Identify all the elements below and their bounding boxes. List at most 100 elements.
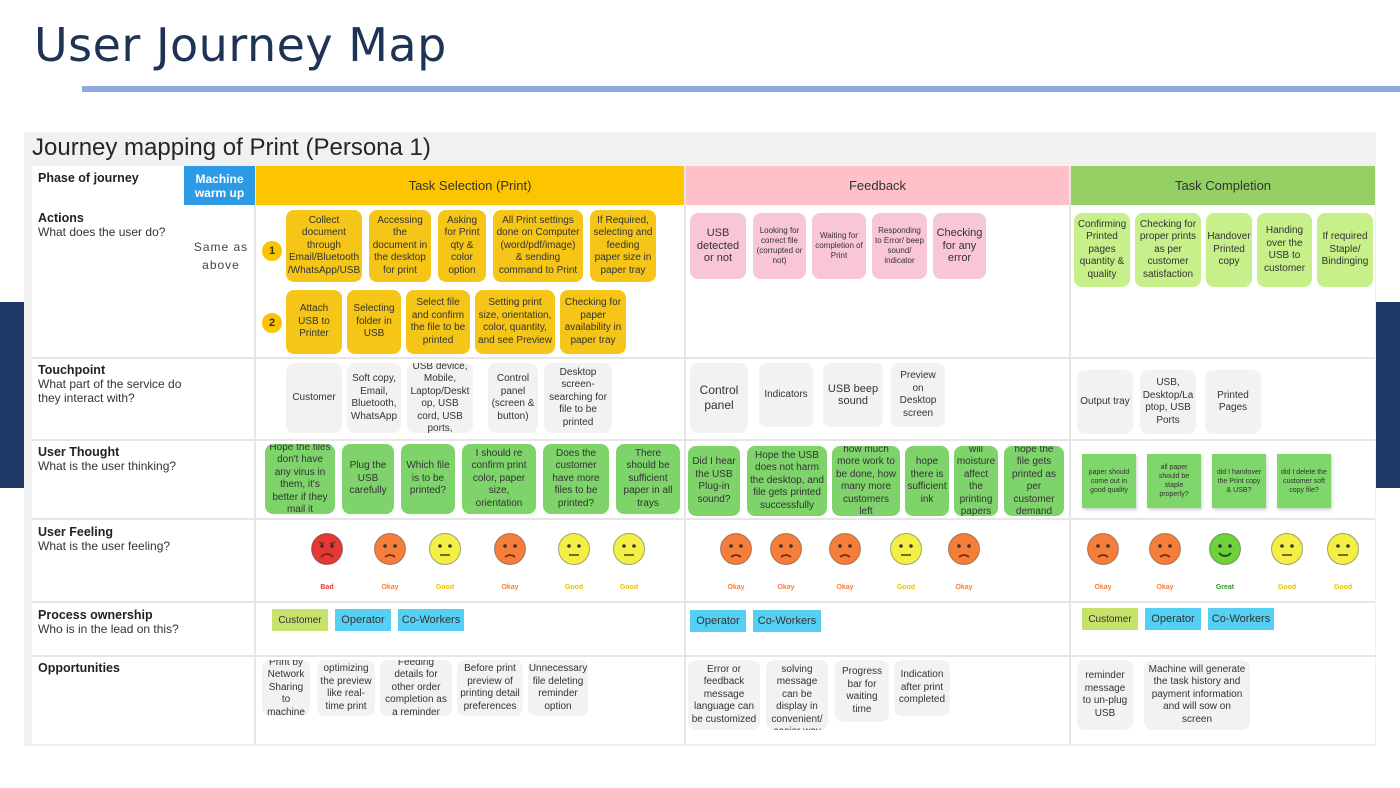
touchpoint-note: Preview on Desktop screen (891, 363, 945, 427)
touchpoint-note: Customer (286, 363, 342, 433)
divider-thought-feeling (32, 518, 1375, 520)
emotion-label: Good (435, 584, 455, 591)
action-note: Checking for paper availability in paper… (560, 290, 626, 354)
emotion-frown-face-icon (770, 533, 802, 565)
emotion-frown-face-icon (720, 533, 752, 565)
action-note: Select file and confirm the file to be p… (406, 290, 470, 354)
touchpoint-note: Indicators (759, 363, 813, 427)
emotion-neutral-face-icon (1271, 533, 1303, 565)
thought-note: Hope the USB does not harm the desktop, … (747, 446, 827, 516)
thought-note: Plug the USB carefully (342, 444, 394, 514)
thought-sticky-note: did I handover the Print copy & USB? (1212, 454, 1266, 508)
phase-row-label: Phase of journey (38, 171, 139, 185)
owner-tag-operator: Operator (335, 609, 391, 631)
map-title: Journey mapping of Print (Persona 1) (32, 134, 431, 161)
thought-sticky-note: paper should come out in good quality (1082, 454, 1136, 508)
left-accent-bar (0, 302, 24, 488)
owner-tag-customer: Customer (1082, 608, 1138, 630)
opportunity-note: Feeding details for other order completi… (380, 660, 452, 716)
owner-tag-co-workers: Co-Workers (753, 610, 821, 632)
emotion-frown-face-icon (1087, 533, 1119, 565)
divider-ownership-opportunities (32, 655, 1375, 657)
action-marker-1: 1 (262, 241, 282, 261)
warm-up-same-as-above: Same as above (193, 240, 249, 272)
owner-tag-operator: Operator (690, 610, 746, 632)
thought-note: how much more work to be done, how many … (832, 446, 900, 516)
emotion-label: Okay (381, 584, 399, 591)
action-note: Confirming Printed pages quantity & qual… (1074, 213, 1130, 287)
thought-note: Does the customer have more files to be … (543, 444, 609, 514)
thought-note: will moisture affect the printing papers (954, 446, 998, 516)
emotion-label: Bad (320, 584, 334, 591)
emotion-neutral-face-icon (429, 533, 461, 565)
emotion-label: Okay (777, 584, 795, 591)
thought-note: hope the file gets printed as per custom… (1004, 446, 1064, 516)
emotion-label: Okay (1094, 584, 1112, 591)
action-note: Checking for proper prints as per custom… (1135, 213, 1201, 287)
emotion-frown-face-icon (1149, 533, 1181, 565)
phase-task-selection: Task Selection (Print) (256, 166, 684, 205)
emotion-neutral-face-icon (558, 533, 590, 565)
thought-note: Did I hear the USB Plug-in sound? (688, 446, 740, 516)
emotion-label: Good (1333, 584, 1353, 591)
action-note: Handing over the USB to customer (1257, 213, 1312, 287)
right-accent-bar (1376, 302, 1400, 488)
divider-feedback-completion (1069, 166, 1071, 744)
emotion-label: Okay (501, 584, 519, 591)
opportunity-note: Unnecessary file deleting reminder optio… (528, 660, 588, 716)
emotion-label: Good (564, 584, 584, 591)
emotion-frown-face-icon (829, 533, 861, 565)
divider-touchpoint-thought (32, 439, 1375, 441)
opportunity-note: Machine will generate the task history a… (1144, 660, 1250, 730)
action-note: Attach USB to Printer (286, 290, 342, 354)
opportunity-note: Error solving message can be display in … (766, 660, 828, 730)
emotion-neutral-face-icon (890, 533, 922, 565)
opportunity-note: Indication after print completed (894, 660, 950, 716)
owner-tag-co-workers: Co-Workers (1208, 608, 1274, 630)
emotion-frown-face-icon (374, 533, 406, 565)
action-note: Accessing the document in the desktop fo… (369, 210, 431, 282)
divider-actions-touchpoint (32, 357, 1375, 359)
title-underline (82, 86, 1400, 92)
touchpoint-note: USB beep sound (823, 363, 883, 427)
opportunity-note: Progress bar for waiting time (835, 660, 889, 722)
action-note: Selecting folder in USB (347, 290, 401, 354)
touchpoint-note: Control panel (screen & button) (488, 363, 538, 433)
phase-machine-warm-up: Machine warm up (184, 166, 255, 205)
opportunity-note: optimizing the preview like real- time p… (317, 660, 375, 716)
thought-note: Which file is to be printed? (401, 444, 455, 514)
thought-sticky-note: all paper should be staple properly? (1147, 454, 1201, 508)
touchpoint-note: Desktop screen- searching for file to be… (544, 363, 612, 433)
action-note: Setting print size, orientation, color, … (475, 290, 555, 354)
opportunity-note: reminder message to un-plug USB (1077, 660, 1133, 730)
thought-note: Hope the files don't have any virus in t… (265, 444, 335, 514)
action-note: Handover Printed copy (1206, 213, 1252, 287)
owner-tag-co-workers: Co-Workers (398, 609, 464, 631)
touchpoint-note: Soft copy, Email, Bluetooth, WhatsApp (347, 363, 401, 433)
action-note: If Required, selecting and feeding paper… (590, 210, 656, 282)
emotion-label: Okay (1156, 584, 1174, 591)
touchpoint-note: USB device, Mobile, Laptop/Deskt op, USB… (407, 363, 473, 433)
emotion-frown-face-icon (948, 533, 980, 565)
thought-note: There should be sufficient paper in all … (616, 444, 680, 514)
divider-task-feedback (684, 166, 686, 744)
emotion-neutral-face-icon (613, 533, 645, 565)
touchpoint-note: Printed Pages (1205, 370, 1261, 434)
opportunity-note: Before print preview of printing detail … (457, 660, 523, 716)
divider-feeling-ownership (32, 601, 1375, 603)
slide-title: User Journey Map (34, 18, 447, 72)
emotion-label: Okay (955, 584, 973, 591)
touchpoint-note: Control panel (690, 363, 748, 433)
emotion-happy-face-icon (1209, 533, 1241, 565)
phase-feedback: Feedback (686, 166, 1069, 205)
emotion-label: Good (896, 584, 916, 591)
action-note: USB detected or not (690, 213, 746, 279)
action-note: Asking for Print qty & color option (438, 210, 486, 282)
action-note: Responding to Error/ beep sound/ indicat… (872, 213, 927, 279)
phase-task-completion: Task Completion (1071, 166, 1375, 205)
emotion-sad-face-icon (311, 533, 343, 565)
